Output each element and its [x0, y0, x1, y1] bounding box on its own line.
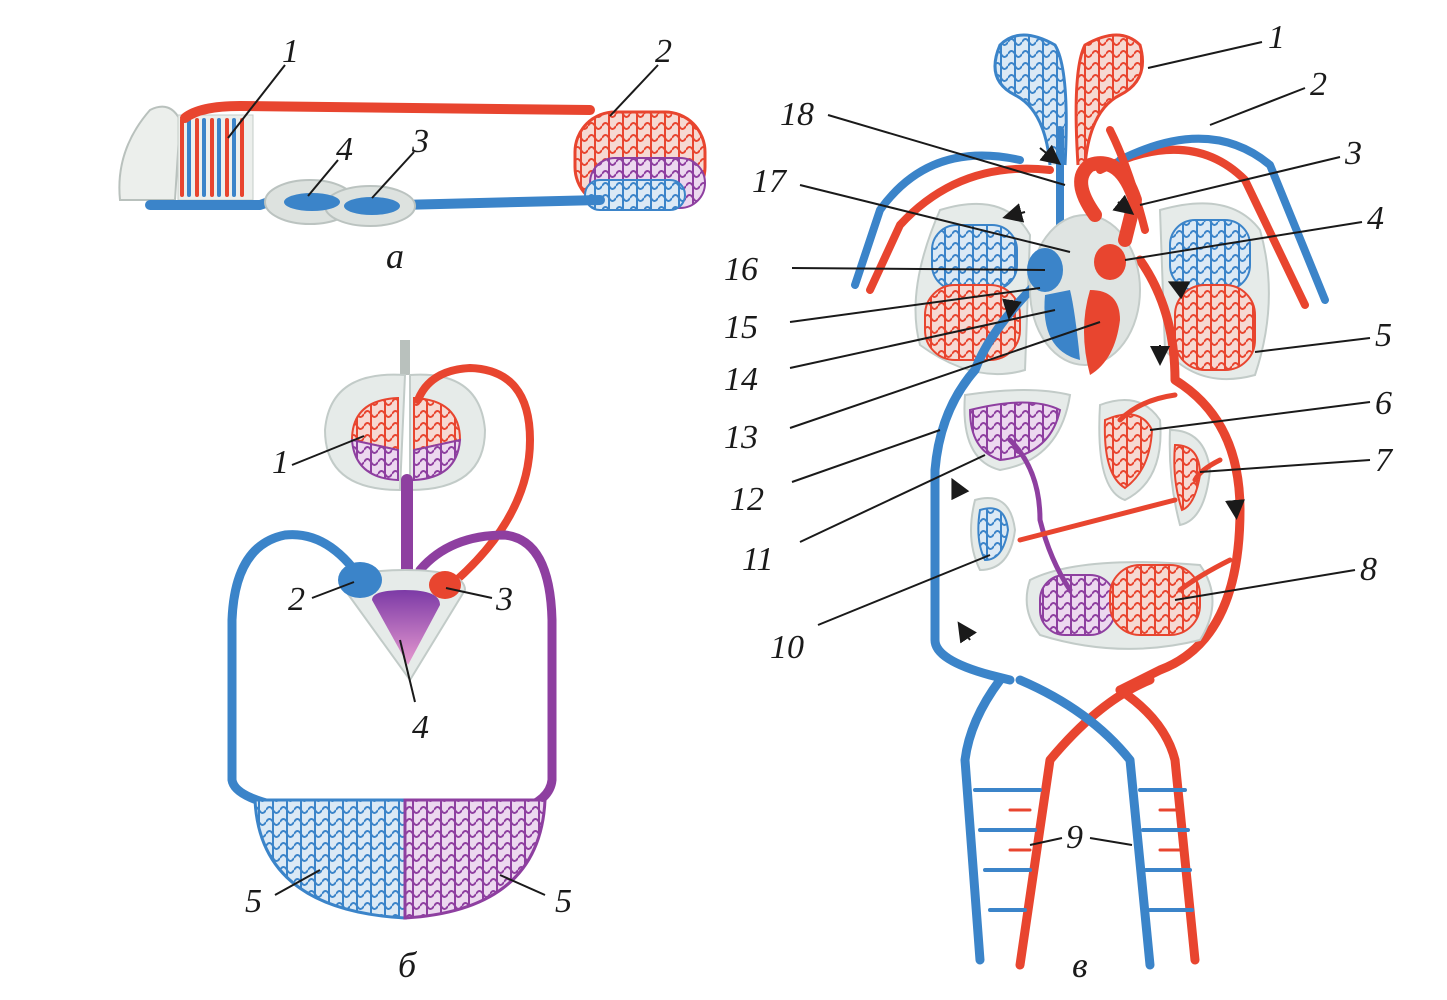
aortic-arch [1074, 156, 1142, 247]
panel-v-label-7: 7 [1375, 442, 1394, 479]
panel-v-label-14: 14 [724, 361, 758, 398]
flow-arrows [951, 144, 1245, 644]
leg-capillaries-venous [973, 788, 1194, 912]
panel-v-label-16: 16 [724, 251, 758, 288]
panel-a-label-2: 2 [655, 33, 672, 70]
vena-cava [227, 530, 370, 815]
portal-vein [1007, 437, 1073, 593]
panel-v-label-6: 6 [1375, 385, 1392, 422]
panel-b-label-2: 2 [288, 581, 305, 618]
body-capillaries-venous [584, 179, 686, 211]
gill-capillaries [177, 114, 254, 201]
panel-b-caption: б [398, 945, 418, 985]
systemic-capillaries-mixed [403, 798, 547, 920]
panel-v-label-13: 13 [724, 419, 758, 456]
panel-v-label-15: 15 [724, 309, 758, 346]
panel-v-label-17: 17 [752, 163, 788, 200]
panel-v-label-9: 9 [1066, 819, 1083, 856]
kidney-capillaries [977, 507, 1010, 562]
panel-a-label-3: 3 [411, 123, 429, 160]
intestine-portal-net [1039, 574, 1116, 636]
intestine-arterial-net [1109, 564, 1201, 636]
panel-b-label-1: 1 [272, 444, 289, 481]
panel-b-label-3: 3 [495, 581, 513, 618]
leg-capillaries-arterial [1008, 808, 1182, 852]
panel-b-label-5-left: 5 [245, 883, 262, 920]
systemic-aorta [415, 530, 557, 815]
panel-v-label-4: 4 [1367, 200, 1384, 237]
dorsal-aorta [180, 101, 595, 123]
fish-head-outline [118, 105, 182, 201]
spleen-capillaries [1173, 443, 1202, 512]
head-capillaries-right [1074, 33, 1144, 166]
atrium-blood [284, 193, 340, 211]
lung-left-arterial-net [924, 284, 1021, 361]
panel-v-caption: в [1072, 945, 1088, 985]
panel-v-label-5: 5 [1375, 317, 1392, 354]
panel-v-mammal-circulation: 1 2 3 4 5 6 7 8 9 10 11 12 13 14 15 16 1… [724, 19, 1394, 985]
panel-v-label-11: 11 [742, 541, 773, 578]
panel-a-label-1: 1 [282, 33, 299, 70]
left-atrium [429, 571, 461, 599]
lung-right-arterial-net [1174, 284, 1256, 371]
right-leg-vein [1015, 675, 1155, 970]
right-leg-artery [1115, 685, 1200, 965]
left-leg-artery [1015, 675, 1155, 970]
panel-v-label-18: 18 [780, 96, 814, 133]
lung-right-venous-net [1169, 219, 1251, 291]
abdominal-arteries [1017, 392, 1233, 593]
left-atrium [1094, 244, 1126, 280]
left-arm-artery [866, 164, 1054, 294]
panel-b-amphibian-circulation: 1 2 3 4 5 5 б [227, 340, 572, 985]
left-arm-vein [851, 151, 1024, 289]
lung-right-arterial-net [413, 396, 462, 452]
descending-aorta [1115, 255, 1245, 695]
inferior-vena-cava [930, 275, 1045, 685]
panel-a-caption: а [386, 236, 404, 276]
stomach-capillaries [1103, 413, 1154, 490]
panel-v-label-1: 1 [1268, 19, 1285, 56]
lung-left-mixed-net [350, 438, 399, 482]
panel-b-label-4: 4 [412, 709, 429, 746]
panel-a-fish-circulation: 1 2 3 4 а [118, 33, 707, 276]
panel-a-label-4: 4 [336, 131, 353, 168]
right-atrium [338, 562, 382, 598]
heart-ventricle [372, 590, 440, 665]
panel-b-label-5-right: 5 [555, 883, 572, 920]
left-ventricle [1084, 290, 1120, 375]
panel-v-label-12: 12 [730, 481, 764, 518]
left-leg-vein [960, 675, 1005, 965]
panel-v-label-3: 3 [1344, 135, 1362, 172]
panel-v-label-8: 8 [1360, 551, 1377, 588]
right-arm-vein [1116, 134, 1329, 304]
panel-v-label-10: 10 [770, 629, 804, 666]
panel-v-label-2: 2 [1310, 66, 1327, 103]
liver-capillaries [968, 401, 1062, 462]
systemic-capillaries-venous [253, 798, 407, 920]
lung-right-mixed-net [413, 438, 462, 482]
ventricle-blood [344, 197, 400, 215]
right-ventricle [1044, 290, 1080, 360]
head-capillaries-left [993, 33, 1068, 166]
